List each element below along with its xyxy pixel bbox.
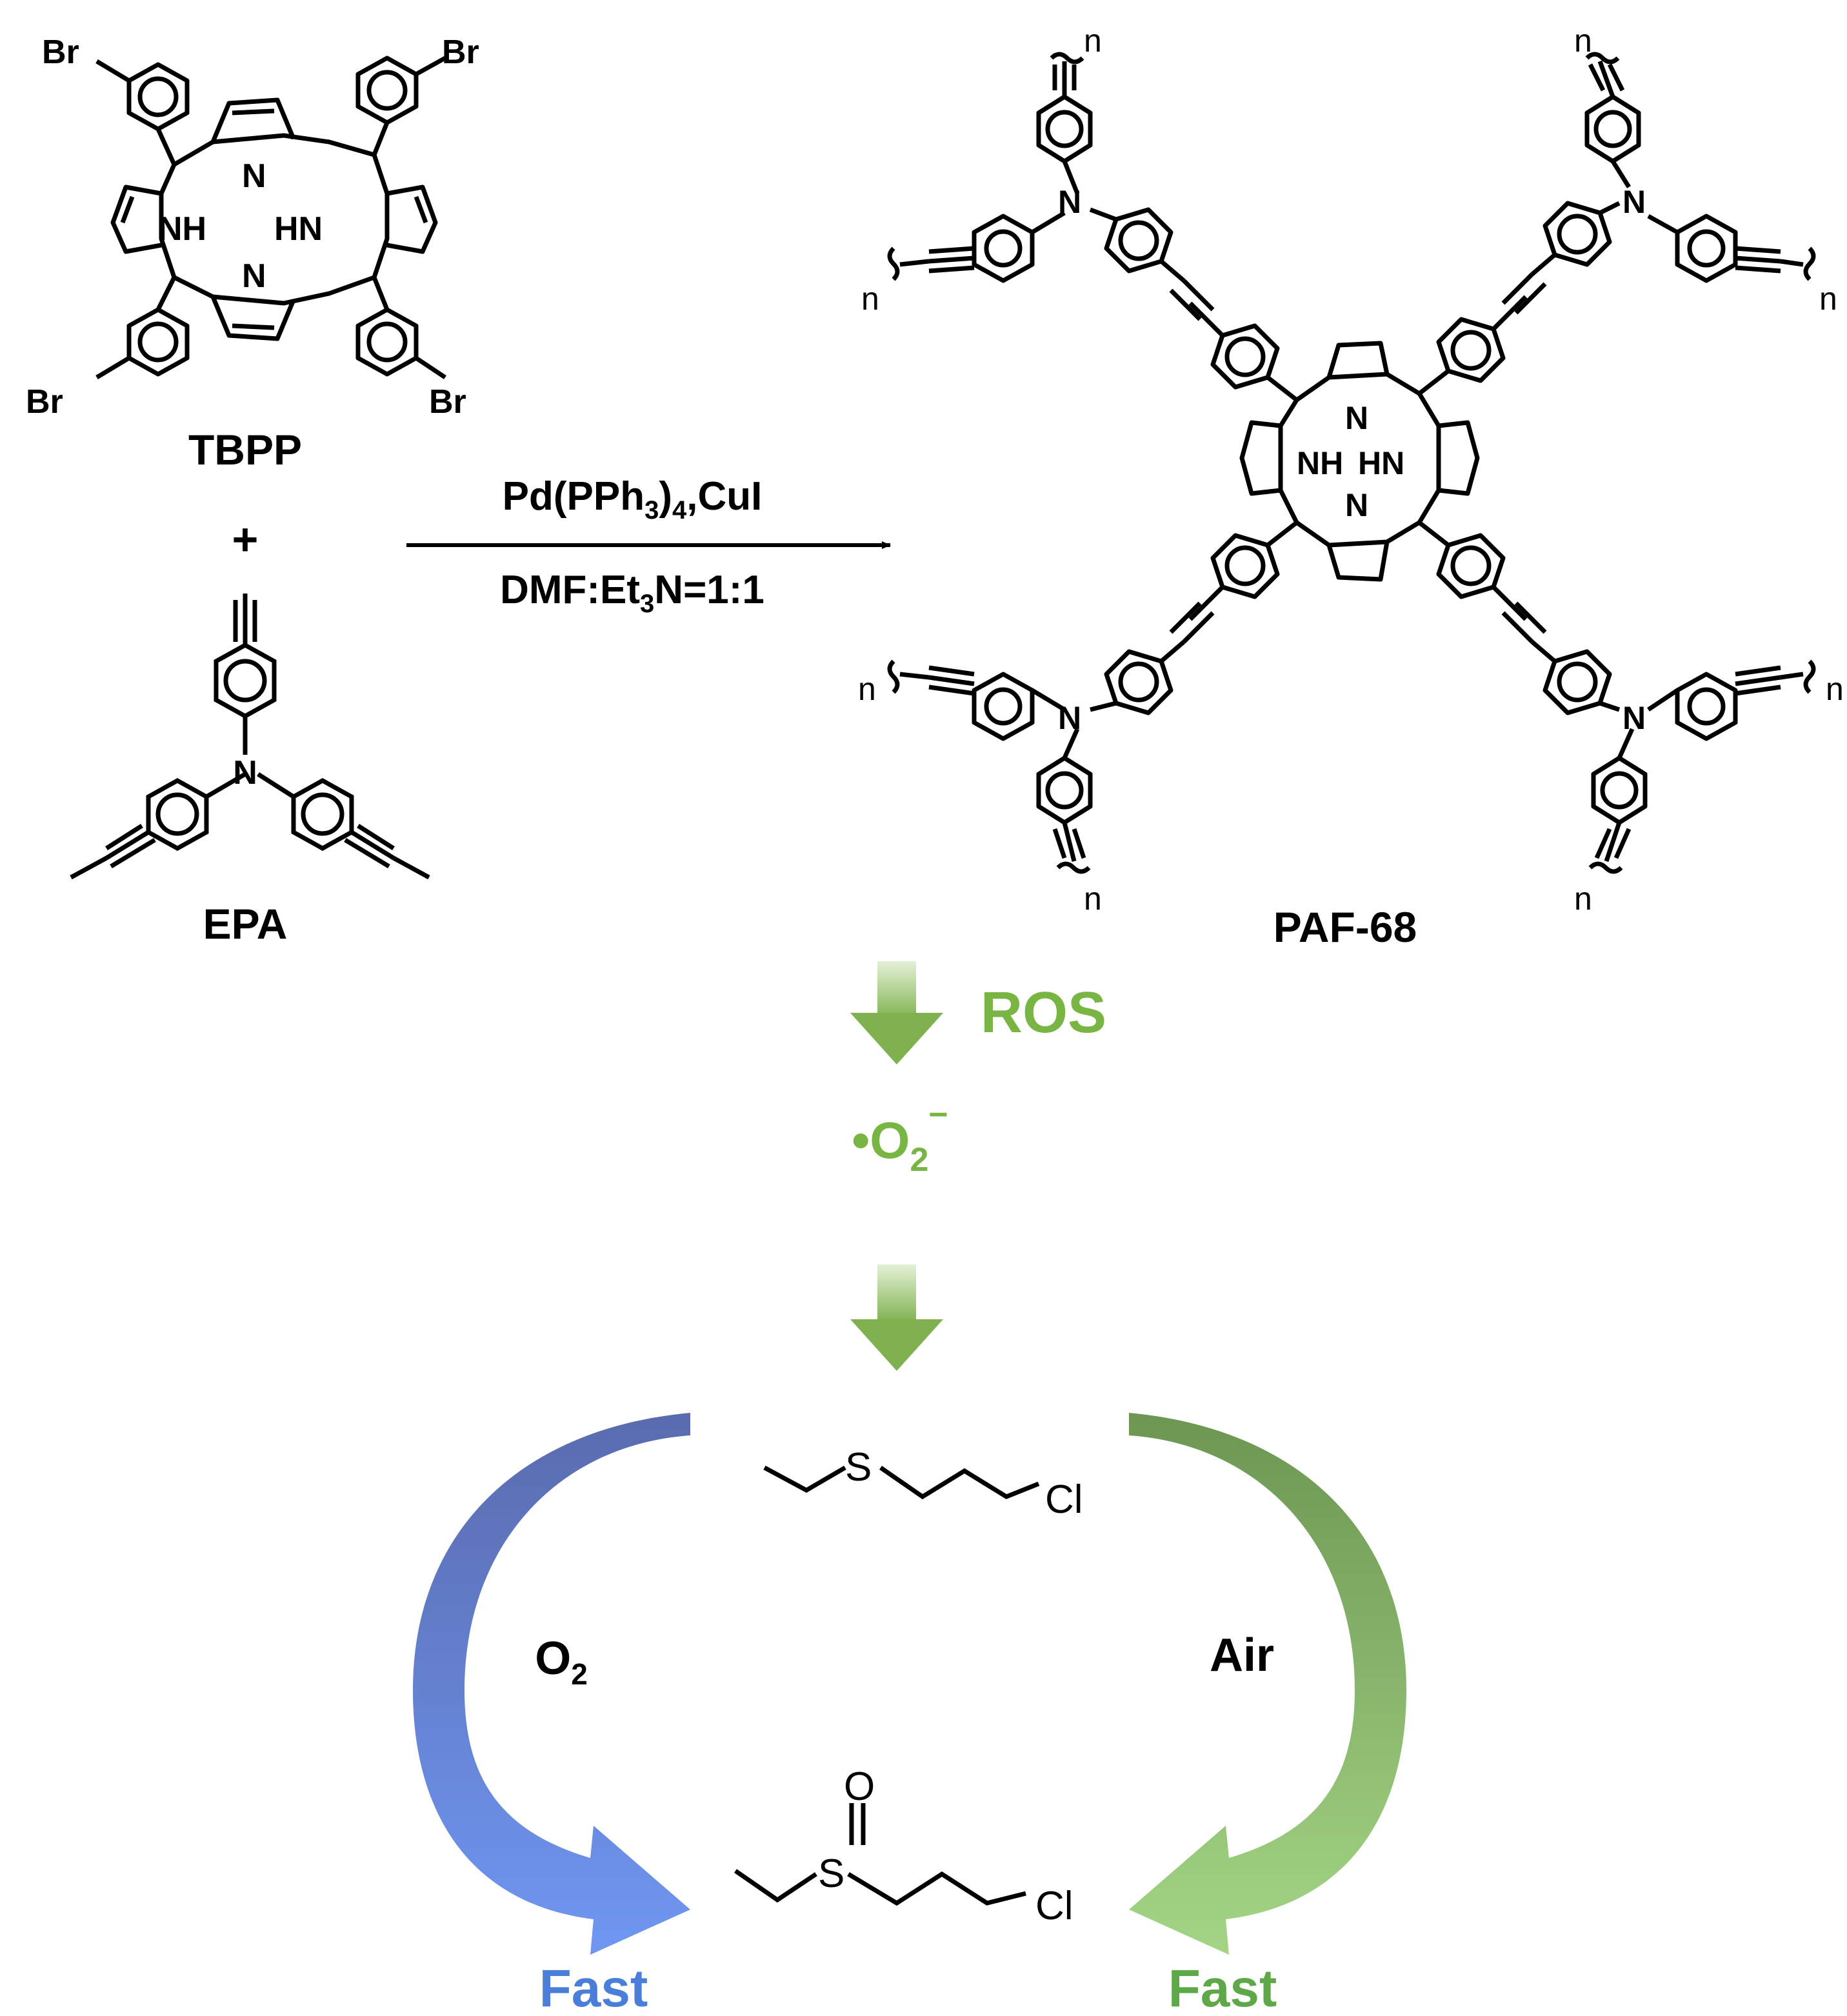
ros-arrow-2 [850,1264,943,1371]
product-s-label: S [818,1851,844,1896]
paf-nh: NH [1297,445,1343,481]
blue-curved-arrow [413,1413,690,1955]
repeat-n-8: n [1574,881,1592,917]
repeat-n-1: n [1084,23,1102,59]
paf-68-labels: N N NH HN N N N N [1058,184,1646,736]
paf-68-name: PAF-68 [1273,903,1417,951]
substrate-s-label: S [845,1445,872,1490]
repeat-n-2: n [1574,23,1592,59]
paf-n-core-top: N [1345,400,1368,436]
conditions: Pd(PPh3)4,CuI DMF:Et3N=1:1 [406,474,891,618]
br-label-br: Br [429,383,466,421]
right-rate-label: Fast [1168,1959,1277,2016]
air-condition-label: Air [1210,1630,1274,1681]
n-label-top: N [242,157,266,195]
catalyst-label: Pd(PPh3)4,CuI [503,474,763,524]
hn-label: HN [274,210,323,248]
green-curved-arrow [1129,1413,1406,1955]
paf-n-lr: N [1622,700,1646,736]
paf-n-ll: N [1058,700,1081,736]
o2-condition-label: O2 [535,1633,588,1691]
substrate-cl-label: Cl [1045,1477,1083,1522]
ceeso-product [734,1803,1026,1906]
ros-label: ROS [981,981,1106,1045]
left-rate-label: Fast [539,1959,648,2016]
superoxide-species: •O2− [852,1096,948,1179]
product-o-label: O [844,1764,875,1809]
br-label-bl: Br [26,383,63,421]
br-label-tl: Br [42,34,79,71]
repeat-n-4: n [1819,281,1837,317]
product-cl-label: Cl [1035,1884,1073,1928]
ros-arrow-1 [850,961,943,1064]
tbpp-name: TBPP [188,426,302,474]
paf-repeat-labels: n n n n n n n n [858,23,1844,917]
br-label-tr: Br [442,34,479,71]
repeat-n-7: n [1084,881,1102,917]
nh-label: NH [158,210,206,248]
repeat-n-6: n [1826,671,1844,707]
epa-n-label: N [233,754,257,792]
paf-n-ur: N [1622,184,1646,220]
paf-n-ul: N [1058,184,1081,220]
epa-name: EPA [203,900,288,948]
paf-n-core-bottom: N [1345,487,1368,523]
repeat-n-5: n [858,671,876,707]
repeat-n-3: n [861,281,879,317]
tbpp-labels: Br Br Br Br N N NH HN [26,34,479,421]
solvent-label: DMF:Et3N=1:1 [500,568,764,618]
epa-structure [70,594,430,880]
cees-substrate [763,1465,1040,1500]
paf-68-structure [887,52,1816,874]
tbpp-structure [95,55,446,380]
plus-sign: + [232,514,259,564]
paf-hn: HN [1358,445,1404,481]
n-label-bottom: N [242,257,266,295]
